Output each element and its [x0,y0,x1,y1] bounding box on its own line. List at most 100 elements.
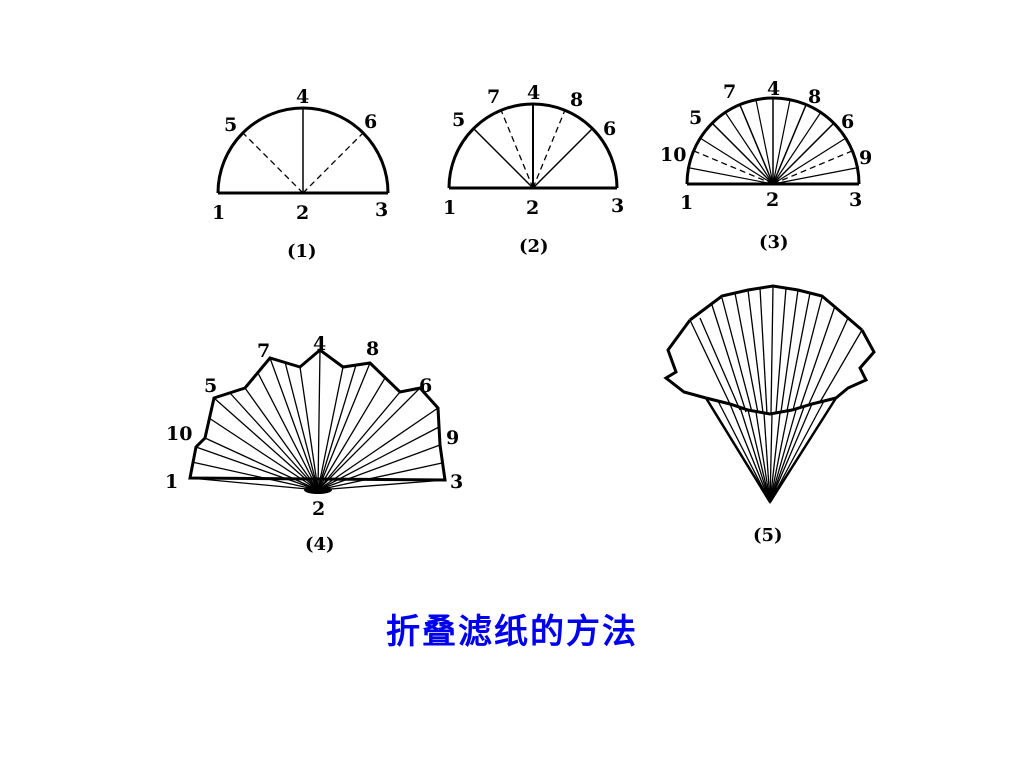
fig4-pleat [317,349,321,491]
fig4-pleat [257,372,319,491]
fig4-pleat [317,407,439,491]
fig5-pleat [739,406,771,503]
fig4-pleat [299,366,319,491]
fig5-back-pleats [689,285,863,415]
fig4-label-5: 5 [204,375,217,397]
fig1-label-3: 3 [375,199,388,221]
fig5-pleat [769,406,805,503]
fig3-label-1: 1 [680,192,693,214]
fig4-pleat [317,444,441,491]
fig5-caption: (5) [753,525,783,546]
fig4-pleat [229,392,319,491]
fig2-label-5: 5 [452,109,465,131]
fig3-fold-10 [693,150,774,185]
fig2-label-1: 1 [443,197,456,219]
fig3-label-5: 5 [689,107,702,129]
fig4-apex [304,486,332,494]
fig5-pleat [780,289,799,413]
fig5-pleat [769,413,773,503]
fig4-label-6: 6 [419,375,432,397]
figure-5 [663,284,876,504]
fig3-label-8: 8 [808,86,821,108]
fig4-outline [188,348,447,482]
fig5-pleat [689,319,731,405]
fig5-pleat [734,292,759,414]
fig1-caption: (1) [287,241,317,262]
fig4-label-2: 2 [312,498,325,520]
fig3-label-4: 4 [767,78,780,100]
fig4-caption: (4) [305,534,335,555]
fig3-fold-7 [739,104,774,185]
fig3-label-2: 2 [766,189,779,211]
fig5-right-ruffle [835,329,876,400]
fig5-pleat [769,412,781,503]
fig4-label-4: 4 [313,333,326,355]
fig3-fold-c [689,167,774,185]
fig5-pleat [769,411,789,503]
fig4-label-9: 9 [446,427,459,449]
fig3-label-7: 7 [723,81,736,103]
fig4-pleat [284,361,319,491]
figure-4 [188,348,447,494]
fig3-fold-8 [772,104,807,185]
fig4-pleats [189,349,446,491]
fig5-pleat [717,400,771,503]
fig3-fold-h [772,99,791,185]
fig2-fold-5 [473,128,534,189]
fig5-back-rim [689,284,863,332]
fig2-fold-7 [500,109,534,189]
fig4-pleat [204,437,319,491]
fig5-pleat [775,287,787,414]
fig5-apex [760,488,780,504]
figure-1 [216,106,390,195]
fig4-label-8: 8 [366,338,379,360]
slide-title: 折叠滤纸的方法 [386,612,638,652]
fig2-caption: (2) [519,236,549,257]
fig2-fold-8 [532,109,566,189]
fig5-pleat [711,304,747,413]
fig3-fold-e [724,111,774,185]
fig4-pleat [317,366,344,491]
fig3-fold-g [755,99,774,185]
fig3-fold-b [772,137,847,185]
fig5-pleat [763,412,771,503]
fig2-label-3: 3 [611,195,624,217]
fig4-pleat [317,364,357,491]
fig5-pleat [759,287,768,415]
fig1-fold-5 [242,132,304,194]
fig3-fold-9 [772,150,853,185]
fig4-pleat [269,357,319,491]
fig3-fold-d [772,167,857,185]
fig5-pleat [769,409,797,503]
fig4-label-3: 3 [450,471,463,493]
fig3-label-10: 10 [660,144,686,166]
fig2-label-7: 7 [487,86,500,108]
fig5-left-ruffle [663,319,707,400]
fig5-pleat [786,292,811,412]
fig3-fold-5 [711,122,774,185]
fig4-pleat [244,387,319,491]
fig4-pleat [317,479,446,491]
figure-3 [685,96,861,186]
fig5-pleat [769,403,813,503]
fig5-cone-pleats [717,400,825,503]
fig5-pleat [729,403,771,503]
fig1-label-6: 6 [364,111,377,133]
fig3-label-3: 3 [849,189,862,211]
fig4-pleat [317,387,421,491]
fig4-label-10: 10 [166,423,192,445]
fig4-pleat [317,362,371,491]
fig4-pleat [317,426,440,491]
fig4-label-1: 1 [165,471,178,493]
fig4-label-7: 7 [257,340,270,362]
fig5-pleat [699,317,741,411]
fig4-pleat [317,391,401,491]
fig1-label-5: 5 [224,114,237,136]
fig1-label-2: 2 [296,202,309,224]
fig5-pleat [799,305,836,409]
fig3-fold-6 [772,122,835,185]
fig4-pleat [195,446,319,491]
fig2-fold-6 [532,128,593,189]
